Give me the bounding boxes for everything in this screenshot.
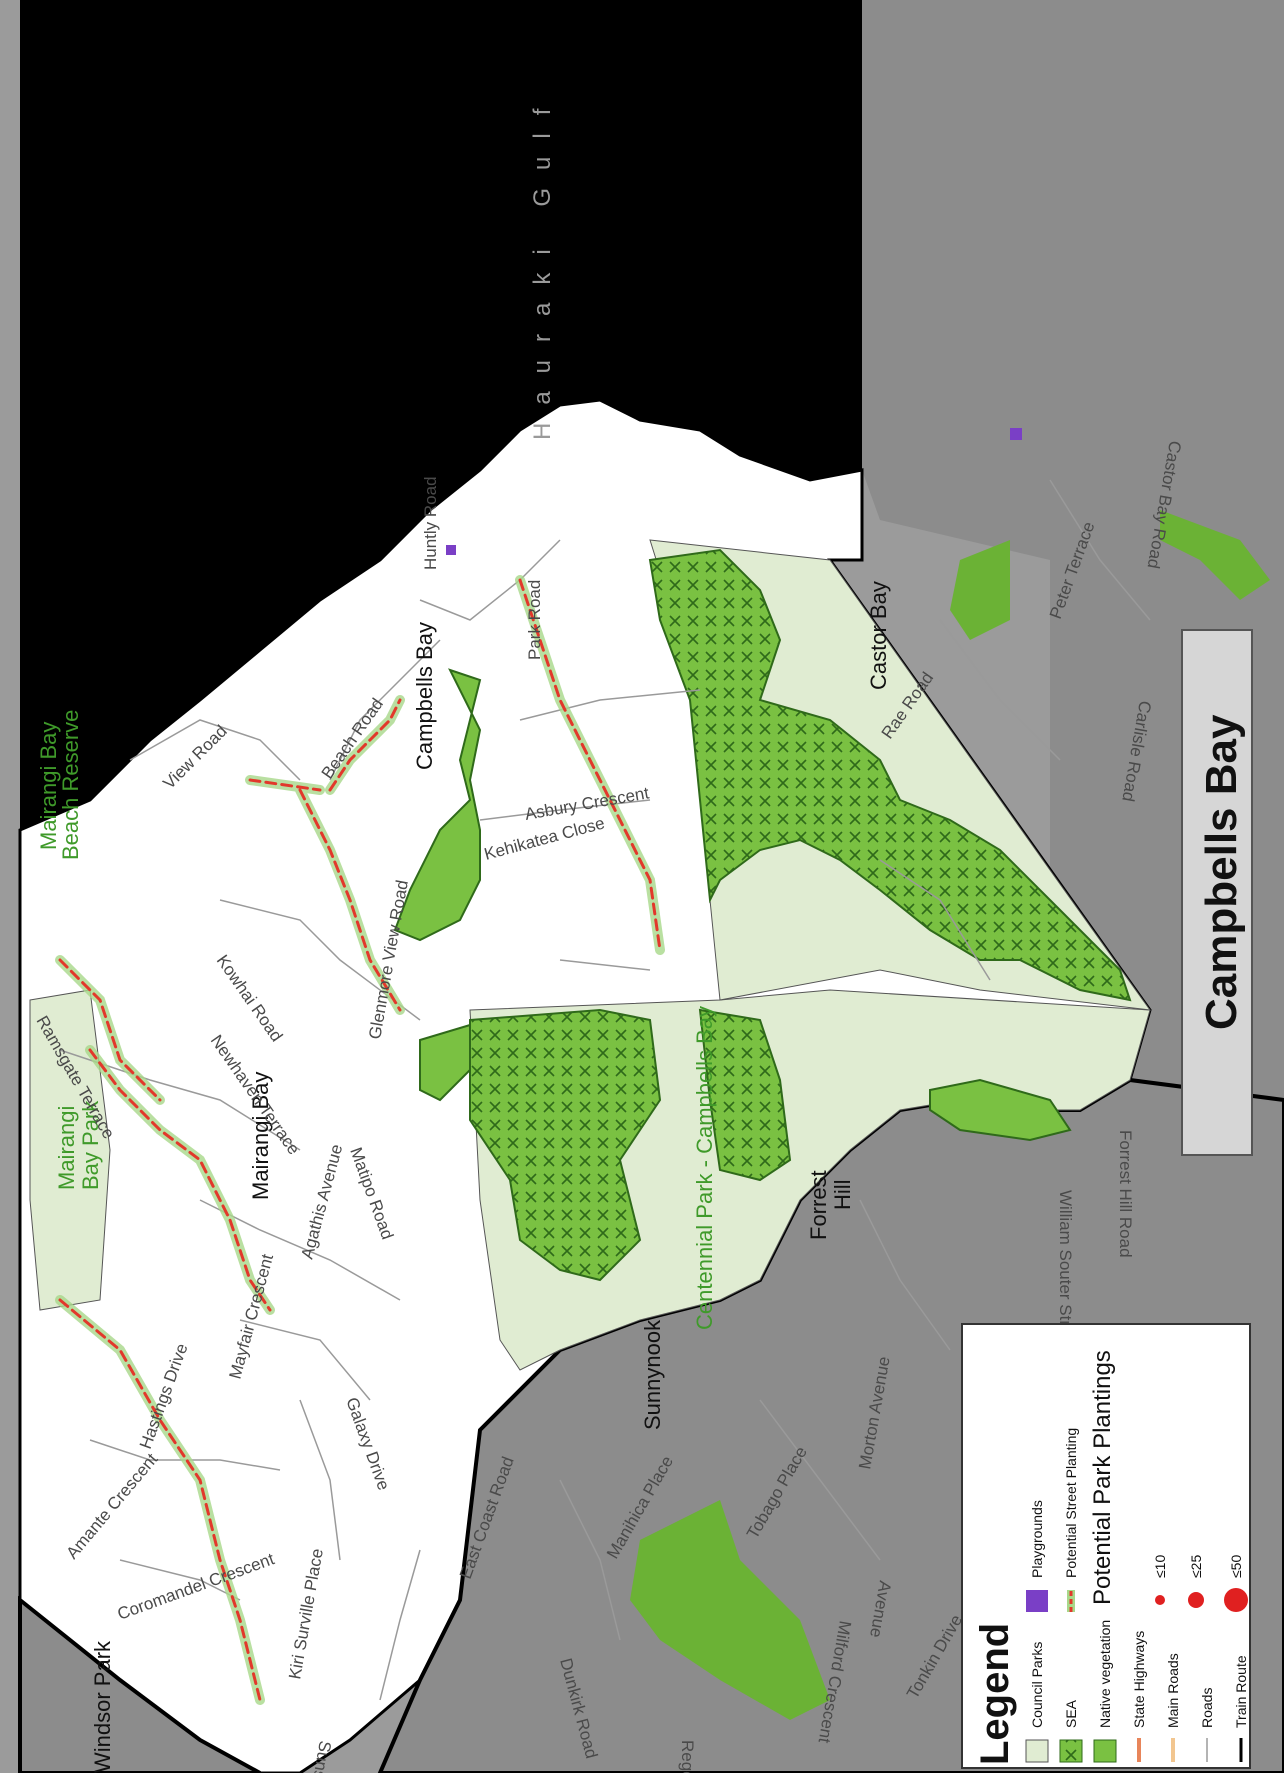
road-label: Huntly Road bbox=[421, 476, 440, 570]
playground-swatch bbox=[1026, 1590, 1048, 1612]
legend-item-label: Potential Street Planting bbox=[1063, 1428, 1079, 1578]
castor-bay-bush-2 bbox=[1160, 510, 1270, 600]
legend-item-label: Playgrounds bbox=[1029, 1500, 1045, 1578]
legend-item-label: SEA bbox=[1063, 1699, 1079, 1728]
sea-hatch-swatch bbox=[1059, 1739, 1083, 1763]
sea-block-east bbox=[648, 548, 1132, 1002]
castor-bay-bush bbox=[950, 540, 1010, 640]
place-label-campbells-bay: Campbells Bay bbox=[412, 622, 437, 770]
park-label-mairangi-beach-1: Mairangi Bay bbox=[36, 722, 61, 850]
legend-item-label: Council Parks bbox=[1029, 1642, 1045, 1728]
map-title: Campbells Bay bbox=[1197, 714, 1246, 1030]
legend-item-label: ≤25 bbox=[1188, 1555, 1204, 1578]
playground-marker bbox=[1010, 428, 1022, 440]
manihica-reserve bbox=[630, 1500, 830, 1720]
place-label-mairangi-bay: Mairangi Bay bbox=[248, 1072, 273, 1200]
place-label-forrest: Forrest bbox=[806, 1170, 831, 1240]
legend-item-label: State Highways bbox=[1131, 1631, 1147, 1728]
street-planting-lines bbox=[55, 575, 665, 1705]
park-planting-size-25 bbox=[1188, 1592, 1204, 1608]
legend-item-label: Train Route bbox=[1233, 1655, 1249, 1728]
native-vegetation-strip bbox=[419, 1023, 471, 1102]
council-park-swatch bbox=[1025, 1739, 1049, 1763]
place-label-castor-bay: Castor Bay bbox=[866, 581, 891, 690]
road-label: Forrest Hill Road bbox=[1116, 1130, 1135, 1258]
playground-marker bbox=[446, 545, 456, 555]
sea-block-middle bbox=[469, 1008, 662, 1282]
park-plantings-heading: Potential Park Plantings bbox=[1089, 1350, 1116, 1605]
legend-item-label: Native vegetation bbox=[1097, 1620, 1113, 1728]
legend-item-label: Roads bbox=[1199, 1688, 1215, 1728]
windsor-park-land bbox=[18, 1595, 261, 1773]
legend: Legend Council Parks SEA Native vegetati… bbox=[961, 1323, 1251, 1769]
legend-title: Legend bbox=[973, 1623, 1017, 1765]
sea bbox=[20, 0, 862, 830]
sea-block-centre bbox=[698, 1008, 792, 1182]
road-label: Park Road bbox=[525, 580, 544, 660]
park-label-centennial: Centennial Park - Campbells Bay bbox=[692, 1006, 717, 1330]
place-label-hill: Hill bbox=[830, 1179, 855, 1210]
legend-item-label: ≤50 bbox=[1228, 1555, 1244, 1578]
map-title-box: Campbells Bay bbox=[1181, 629, 1253, 1156]
road-label: Regency Place bbox=[678, 1740, 697, 1773]
place-label-sunnynook: Sunnynook bbox=[640, 1319, 665, 1430]
campbells-bay-bush bbox=[393, 668, 482, 942]
park-label-mairangi-beach-2: Beach Reserve bbox=[58, 710, 83, 860]
native-vegetation-oval bbox=[929, 1078, 1072, 1142]
park-planting-size-10 bbox=[1155, 1595, 1165, 1605]
native-vegetation-swatch bbox=[1093, 1739, 1117, 1763]
legend-item-label: Main Roads bbox=[1165, 1653, 1181, 1728]
road-label: William Souter Street bbox=[1056, 1190, 1075, 1350]
water-body-label: Hauraki Gulf bbox=[529, 91, 556, 440]
park-label-mairangi-park-2: Bay Park bbox=[78, 1100, 103, 1190]
park-planting-size-50 bbox=[1224, 1588, 1248, 1612]
legend-item-label: ≤10 bbox=[1152, 1555, 1168, 1578]
road-network bbox=[59, 479, 1151, 1701]
park-label-mairangi-park-1: Mairangi bbox=[54, 1106, 79, 1190]
place-label-windsor-park: Windsor Park bbox=[90, 1640, 115, 1773]
